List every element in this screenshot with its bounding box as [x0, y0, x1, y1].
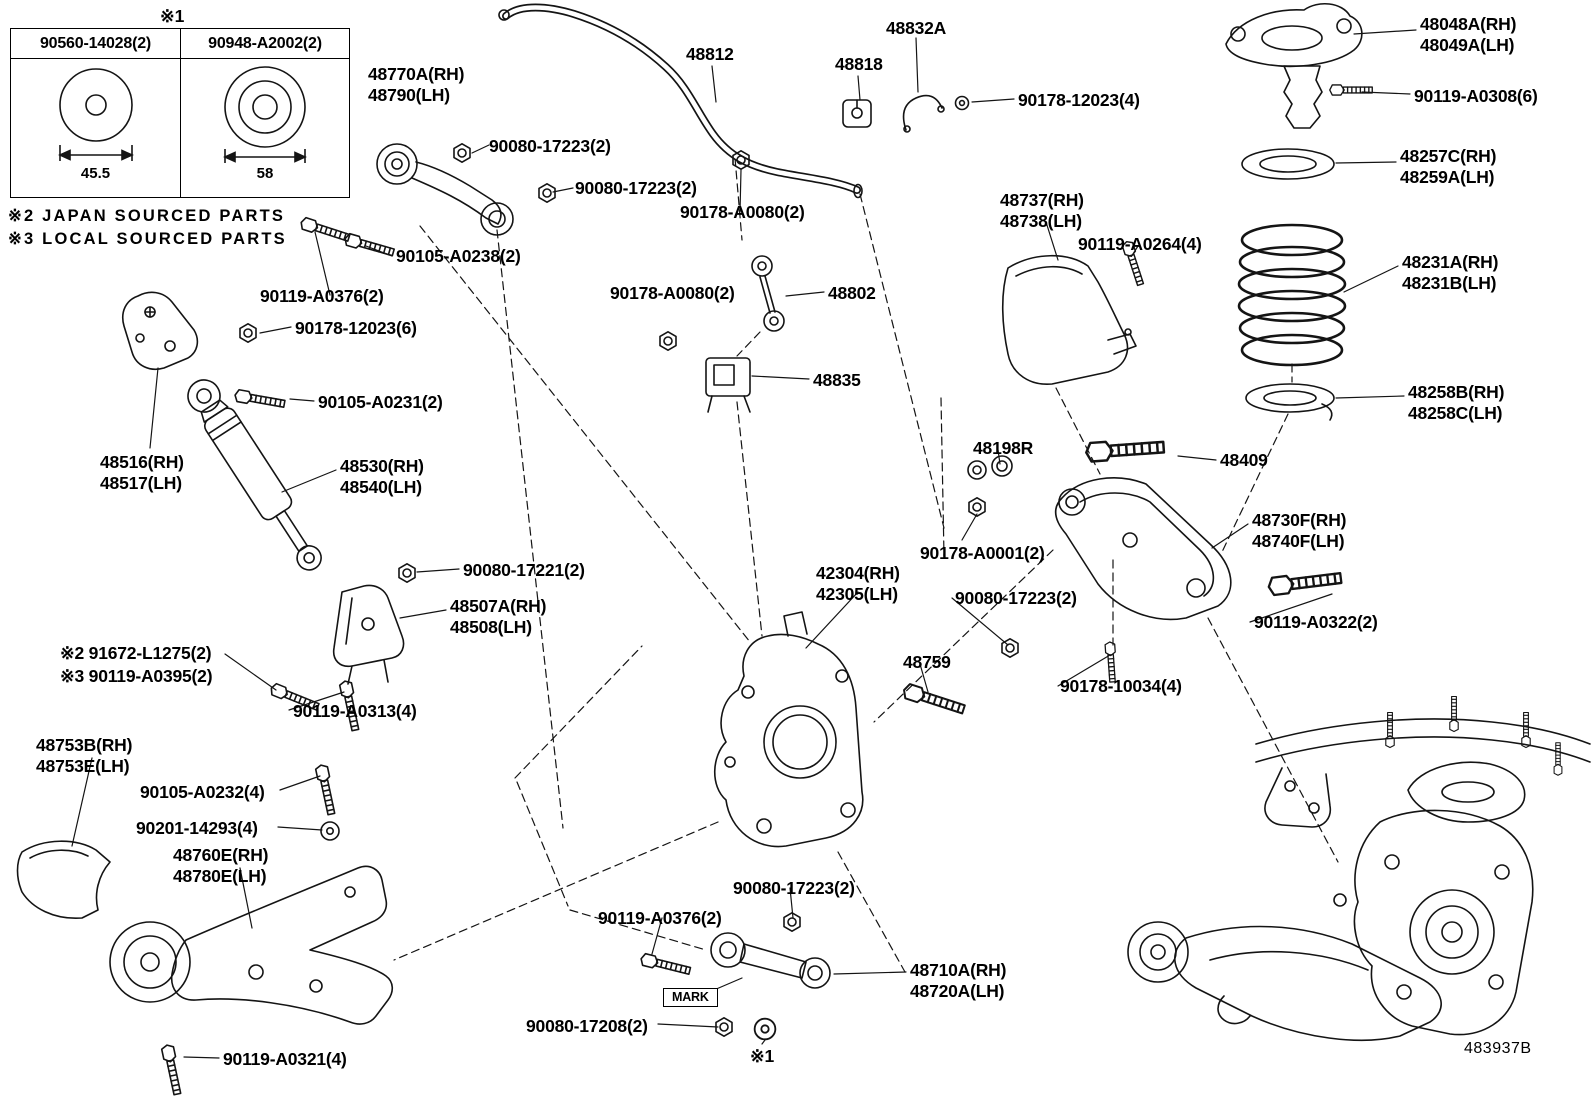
coil-spring-drawing: [1237, 223, 1347, 367]
washer-dimension-right: 58: [256, 165, 274, 182]
washer-45-drawing: [57, 68, 134, 161]
stabilizer-bar-drawing: [498, 3, 863, 199]
stabilizer-bushing-drawing: [842, 94, 970, 133]
shock-upper-bracket-drawing: [122, 291, 199, 370]
trailing-arm-drawing: [109, 865, 394, 1025]
table-part-number-left: 90560-14028(2): [11, 29, 180, 59]
link-rod-drawing: [710, 932, 831, 989]
table-part-number-right: 90948-A2002(2): [180, 29, 349, 59]
dashed-leader-lines: [393, 157, 1339, 973]
upper-arm-drawing: [376, 143, 514, 236]
shock-absorber-drawing: [187, 379, 322, 571]
bracket-48835-drawing: [705, 357, 751, 413]
diagram-id: 483937B: [1464, 1040, 1532, 1057]
washer-inset-table: 90560-14028(2) 90948-A2002(2) 45.5: [10, 28, 350, 198]
leader-lines: [71, 29, 1417, 1059]
washer-58-drawing: [223, 66, 307, 163]
lower-arm-drawing: [1054, 477, 1232, 621]
spring-upper-mount-drawing: [1225, 3, 1363, 129]
trailing-arm-cover-drawing: [16, 840, 111, 919]
arm-cover-drawing: [1001, 254, 1137, 385]
note-local-sourced: ※3 LOCAL SOURCED PARTS: [8, 230, 287, 248]
spring-seat-drawing: [1241, 148, 1335, 180]
spring-insulator-drawing: [1245, 383, 1335, 421]
table-washer-cell-right: 58: [180, 59, 349, 197]
stabilizer-link-drawing: [751, 255, 785, 332]
assembled-suspension-drawing: [1127, 695, 1591, 1042]
ref-mark-top: ※1: [160, 6, 185, 26]
knuckle-drawing: [714, 611, 864, 848]
fasteners-drawing: [160, 84, 1373, 1097]
washer-48198r-drawing: [967, 455, 1013, 480]
shock-lower-bracket-drawing: [332, 584, 405, 685]
table-washer-cell-left: 45.5: [11, 59, 180, 197]
note-japan-sourced: ※2 JAPAN SOURCED PARTS: [8, 207, 286, 225]
washer-dimension-left: 45.5: [80, 165, 111, 182]
